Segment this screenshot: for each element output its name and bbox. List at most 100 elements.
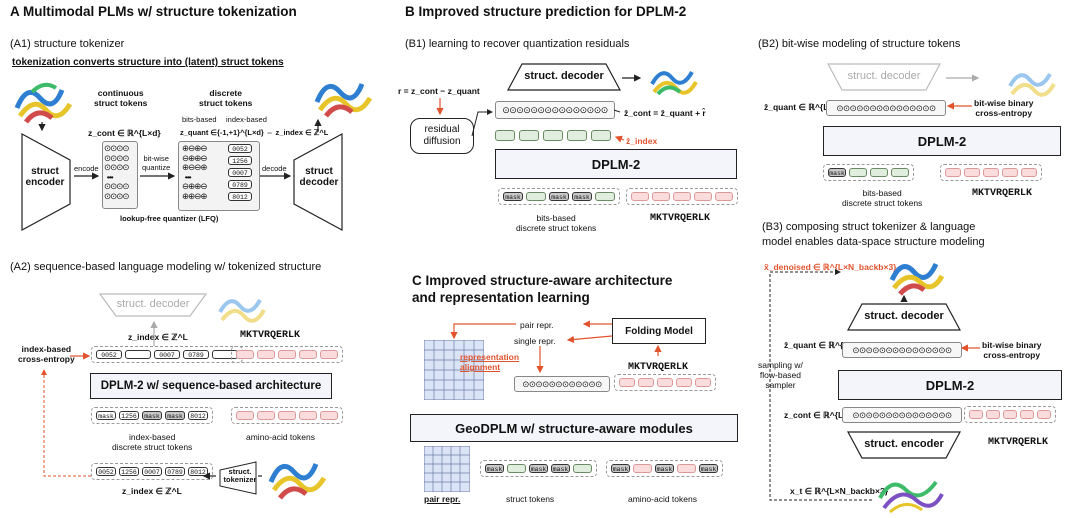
b3-main-model: DPLM-2 xyxy=(838,370,1062,400)
token xyxy=(125,350,151,359)
z-cont-label: z_cont ∈ ℝ^{L×d} xyxy=(88,128,161,138)
c-folding-model: Folding Model xyxy=(612,318,706,344)
amino-token xyxy=(299,350,317,359)
amino-token xyxy=(236,350,254,359)
index-based-label: index-based xyxy=(226,115,267,124)
b1-decoder-label: struct. decoder xyxy=(524,70,604,82)
bit-token xyxy=(567,130,587,141)
b3-sequence: MKTVRQERLK xyxy=(988,437,1049,448)
amino-token xyxy=(320,411,338,420)
bit-token xyxy=(591,130,611,141)
amino-token xyxy=(1003,410,1017,419)
bitwise-quantize-label: bit-wise quantize xyxy=(142,154,171,172)
token: 0789 xyxy=(183,350,209,359)
a2-tokenizer-shape xyxy=(219,461,257,495)
b1-bits-label: bits-based discrete struct tokens xyxy=(516,213,597,233)
amino-token xyxy=(964,168,980,177)
a2-index-label: index-based discrete struct tokens xyxy=(112,432,193,452)
b3-cont-row: ⊙⊙⊙⊙⊙⊙⊙⊙⊙⊙⊙⊙⊙⊙⊙ xyxy=(842,407,962,423)
token: 0052 xyxy=(96,467,116,476)
token: mask xyxy=(503,192,523,201)
c-amino-token-row: mask mask mask xyxy=(606,460,723,477)
amino-token xyxy=(278,350,296,359)
bits-based-label: bits-based xyxy=(182,115,217,124)
amino-token xyxy=(986,410,1000,419)
struct-encoder-shape xyxy=(21,132,71,232)
amino-token xyxy=(257,411,275,420)
amino-token xyxy=(657,378,673,387)
b2-sequence: MKTVRQERLK xyxy=(972,188,1033,199)
b3-sampling-label: sampling w/ flow-based sampler xyxy=(758,360,803,390)
index-code: 1256 xyxy=(228,156,252,165)
token: mask xyxy=(549,192,569,201)
b3-encoder-label: struct. encoder xyxy=(864,438,944,450)
token: mask xyxy=(699,464,718,473)
b2-decoder-shape xyxy=(826,63,942,91)
a2-top-token-row: 0052 0007 0789 xyxy=(91,346,243,363)
b1-residual-eq: r = z_cont − z_quant xyxy=(398,86,480,96)
b1-main-model: DPLM-2 xyxy=(495,149,737,179)
b2-bits-label: bits-based discrete struct tokens xyxy=(842,188,923,208)
token: 0007 xyxy=(142,467,162,476)
z-quant-label: z_quant ∈{-1,+1}^{L×d} ⇔ z_index ∈ ℤ^L xyxy=(180,128,329,137)
protein-structure-icon xyxy=(314,83,373,118)
b1-green-row xyxy=(495,130,611,141)
token: mask xyxy=(529,464,548,473)
a2-amino-label: amino-acid tokens xyxy=(246,432,315,442)
a2-decoder-label: struct. decoder xyxy=(116,298,190,310)
b3-amino-row xyxy=(964,406,1056,423)
panel-c-title: C Improved structure-aware architecture … xyxy=(412,273,673,305)
a2-zindex-label: z_index ∈ ℤ^L xyxy=(128,332,188,342)
c-single-repr-row: ⊙⊙⊙⊙⊙⊙⊙⊙⊙⊙⊙⊙ xyxy=(514,376,610,392)
token: mask xyxy=(655,464,674,473)
protein-structure-icon xyxy=(218,298,266,323)
b2-amino-row xyxy=(940,164,1042,181)
token xyxy=(633,464,652,473)
amino-token xyxy=(945,168,961,177)
lfq-label: lookup-free quantizer (LFQ) xyxy=(120,214,219,223)
index-code: 0789 xyxy=(228,180,252,189)
token: mask xyxy=(96,411,116,420)
c-struct-tokens-label: struct tokens xyxy=(506,494,555,504)
c-main-model: GeoDPLM w/ structure-aware modules xyxy=(410,414,738,442)
amino-token xyxy=(299,411,317,420)
amino-token xyxy=(631,192,649,201)
a2-mid-amino-row xyxy=(231,407,343,424)
token: 0052 xyxy=(96,350,122,359)
b3-xt-label: x_t ∈ ℝ^{L×N_backb×3} xyxy=(790,486,889,496)
c-single-repr-label: single repr. xyxy=(514,336,556,346)
b3-zquant-label: ẑ_quant ∈ ℝ^{L×d} xyxy=(784,340,862,350)
b3-decoder-label: struct. decoder xyxy=(864,310,944,322)
amino-token xyxy=(676,378,692,387)
protein-structure-icon xyxy=(14,82,73,124)
struct-decoder-label: struct decoder xyxy=(299,166,339,188)
protein-structure-icon xyxy=(1008,72,1056,97)
protein-structure-icon xyxy=(650,70,698,96)
b2-zquant-label: ẑ_quant ∈ ℝ^{L×d} xyxy=(764,102,842,112)
protein-structure-icon xyxy=(878,480,944,514)
amino-token xyxy=(1020,410,1034,419)
a2-mid-token-row: mask 1256 mask mask 8012 xyxy=(91,407,213,424)
encode-label: encode xyxy=(74,164,99,173)
continuous-label: continuous struct tokens xyxy=(94,88,148,108)
c-pair-repr-label: pair repr. xyxy=(520,320,554,330)
bit-token xyxy=(519,130,539,141)
token: 0007 xyxy=(154,350,180,359)
b3-decoder-shape xyxy=(846,303,962,331)
token xyxy=(595,192,615,201)
b1-residual-diffusion: residual diffusion xyxy=(410,118,474,154)
a2-crossentropy-label: index-based cross-entropy xyxy=(18,344,75,364)
bit-token xyxy=(543,130,563,141)
a1-subtitle: tokenization converts structure into (la… xyxy=(12,57,284,68)
a2-top-amino-row xyxy=(231,346,343,363)
token xyxy=(677,464,696,473)
b1-title: (B1) learning to recover quantization re… xyxy=(405,38,630,50)
amino-token xyxy=(278,411,296,420)
index-code: 8012 xyxy=(228,192,252,201)
b2-token-row: mask xyxy=(823,164,914,181)
b3-bce-label: bit-wise binary cross-entropy xyxy=(982,340,1042,360)
pair-repr-grid xyxy=(424,340,484,400)
a2-tokenizer-label: struct. tokenizer xyxy=(223,467,257,484)
c-amino-row-top xyxy=(614,374,716,391)
amino-token xyxy=(695,378,711,387)
